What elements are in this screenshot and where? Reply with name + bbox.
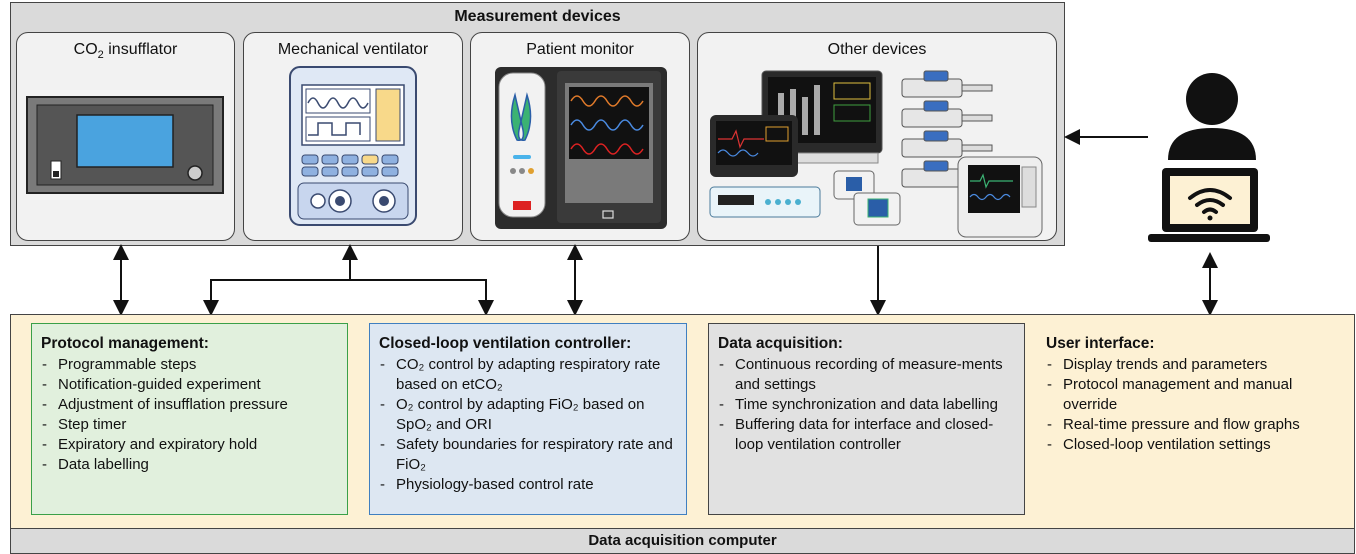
device-title-co2-insufflator: CO2 insufflator	[73, 41, 178, 62]
list-item: Time synchronization and data labelling	[718, 395, 1015, 415]
list-item: Continuous recording of measure-ments an…	[718, 355, 1015, 395]
list-item: CO₂ control by adapting respiratory rate…	[379, 355, 677, 395]
user-body-icon	[1168, 128, 1256, 160]
laptop-wifi-icon	[1148, 168, 1270, 242]
panel-user-interface: User interface: Display trends and param…	[1036, 323, 1346, 515]
panel-title: Protocol management:	[41, 335, 209, 352]
list-item: Buffering data for interface and closed-…	[718, 415, 1015, 455]
panel-list: Programmable steps Notification-guided e…	[41, 355, 338, 475]
panel-list: Continuous recording of measure-ments an…	[718, 355, 1015, 455]
panel-data-acquisition: Data acquisition: Continuous recording o…	[708, 323, 1025, 515]
insufflator-icon	[26, 96, 224, 194]
panel-title: Closed-loop ventilation controller:	[379, 335, 632, 352]
user-head-icon	[1186, 73, 1238, 125]
panel-closed-loop-controller: Closed-loop ventilation controller: CO₂ …	[369, 323, 687, 515]
device-card-mechanical-ventilator: Mechanical ventilator	[243, 32, 463, 241]
other-devices-icon	[709, 70, 1043, 238]
device-card-other-devices: Other devices	[697, 32, 1057, 241]
list-item: O₂ control by adapting FiO₂ based on SpO…	[379, 395, 677, 435]
list-item: Closed-loop ventilation settings	[1046, 435, 1336, 455]
list-item: Physiology-based control rate	[379, 475, 677, 495]
list-item: Expiratory and expiratory hold	[41, 435, 338, 455]
device-title-other-devices: Other devices	[827, 41, 927, 58]
list-item: Notification-guided experiment	[41, 375, 338, 395]
list-item: Data labelling	[41, 455, 338, 475]
list-item: Step timer	[41, 415, 338, 435]
list-item: Adjustment of insufflation pressure	[41, 395, 338, 415]
panel-title: User interface:	[1046, 335, 1155, 352]
device-title-mechanical-ventilator: Mechanical ventilator	[277, 41, 429, 58]
panel-title: Data acquisition:	[718, 335, 843, 352]
panel-protocol-management: Protocol management: Programmable steps …	[31, 323, 348, 515]
device-card-patient-monitor: Patient monitor	[470, 32, 690, 241]
data-acquisition-computer-title: Data acquisition computer	[10, 528, 1355, 554]
list-item: Programmable steps	[41, 355, 338, 375]
measurement-devices-title: Measurement devices	[454, 8, 621, 25]
panel-list: Display trends and parameters Protocol m…	[1046, 355, 1336, 455]
device-title-patient-monitor: Patient monitor	[526, 41, 634, 58]
list-item: Display trends and parameters	[1046, 355, 1336, 375]
list-item: Protocol management and manual override	[1046, 375, 1336, 415]
device-card-co2-insufflator: CO2 insufflator	[16, 32, 235, 241]
ventilator-icon	[289, 66, 417, 226]
patient-monitor-icon	[495, 67, 667, 229]
connector-ventilator-branch	[203, 279, 494, 316]
panel-list: CO₂ control by adapting respiratory rate…	[379, 355, 677, 495]
list-item: Real-time pressure and flow graphs	[1046, 415, 1336, 435]
list-item: Safety boundaries for respiratory rate a…	[379, 435, 677, 475]
